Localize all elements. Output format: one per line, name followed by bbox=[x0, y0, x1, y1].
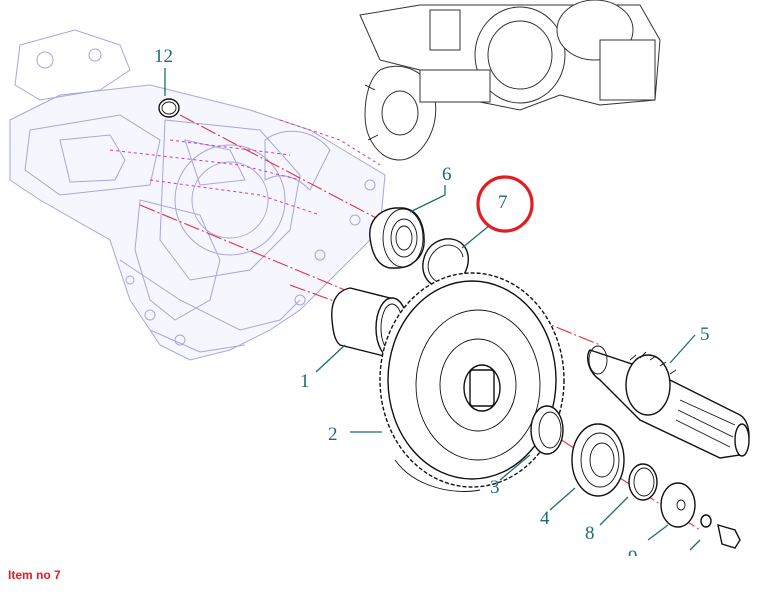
part-5-pinion-shaft bbox=[587, 345, 750, 459]
item-caption: Item no 7 bbox=[8, 568, 61, 582]
callout-4: 4 bbox=[540, 508, 550, 529]
callout-2: 2 bbox=[328, 424, 338, 445]
part-8-ring bbox=[628, 463, 658, 501]
part-9-cap bbox=[660, 482, 696, 528]
upper-gearbox-assembly bbox=[359, 0, 661, 161]
callout-1: 1 bbox=[300, 371, 310, 392]
highlight-circle bbox=[476, 175, 534, 233]
axle-housing bbox=[9, 29, 386, 361]
callout-7: 7 bbox=[498, 192, 508, 213]
callout-9: 9 bbox=[628, 547, 638, 560]
callout-3: 3 bbox=[490, 477, 500, 498]
callout-6: 6 bbox=[442, 164, 452, 185]
part-4-bearing bbox=[571, 423, 625, 497]
part-12-snap-ring bbox=[158, 98, 180, 118]
washer-and-bolt bbox=[700, 514, 741, 549]
callout-8: 8 bbox=[585, 523, 595, 544]
part-3-bearing-cup bbox=[530, 405, 564, 455]
exploded-parts-diagram: 12 6 7 1 2 5 3 4 8 9 bbox=[9, 0, 750, 560]
callout-5: 5 bbox=[700, 324, 710, 345]
callout-12: 12 bbox=[154, 46, 173, 67]
part-2-spur-gear bbox=[379, 272, 565, 492]
part-6-bearing bbox=[369, 207, 425, 269]
